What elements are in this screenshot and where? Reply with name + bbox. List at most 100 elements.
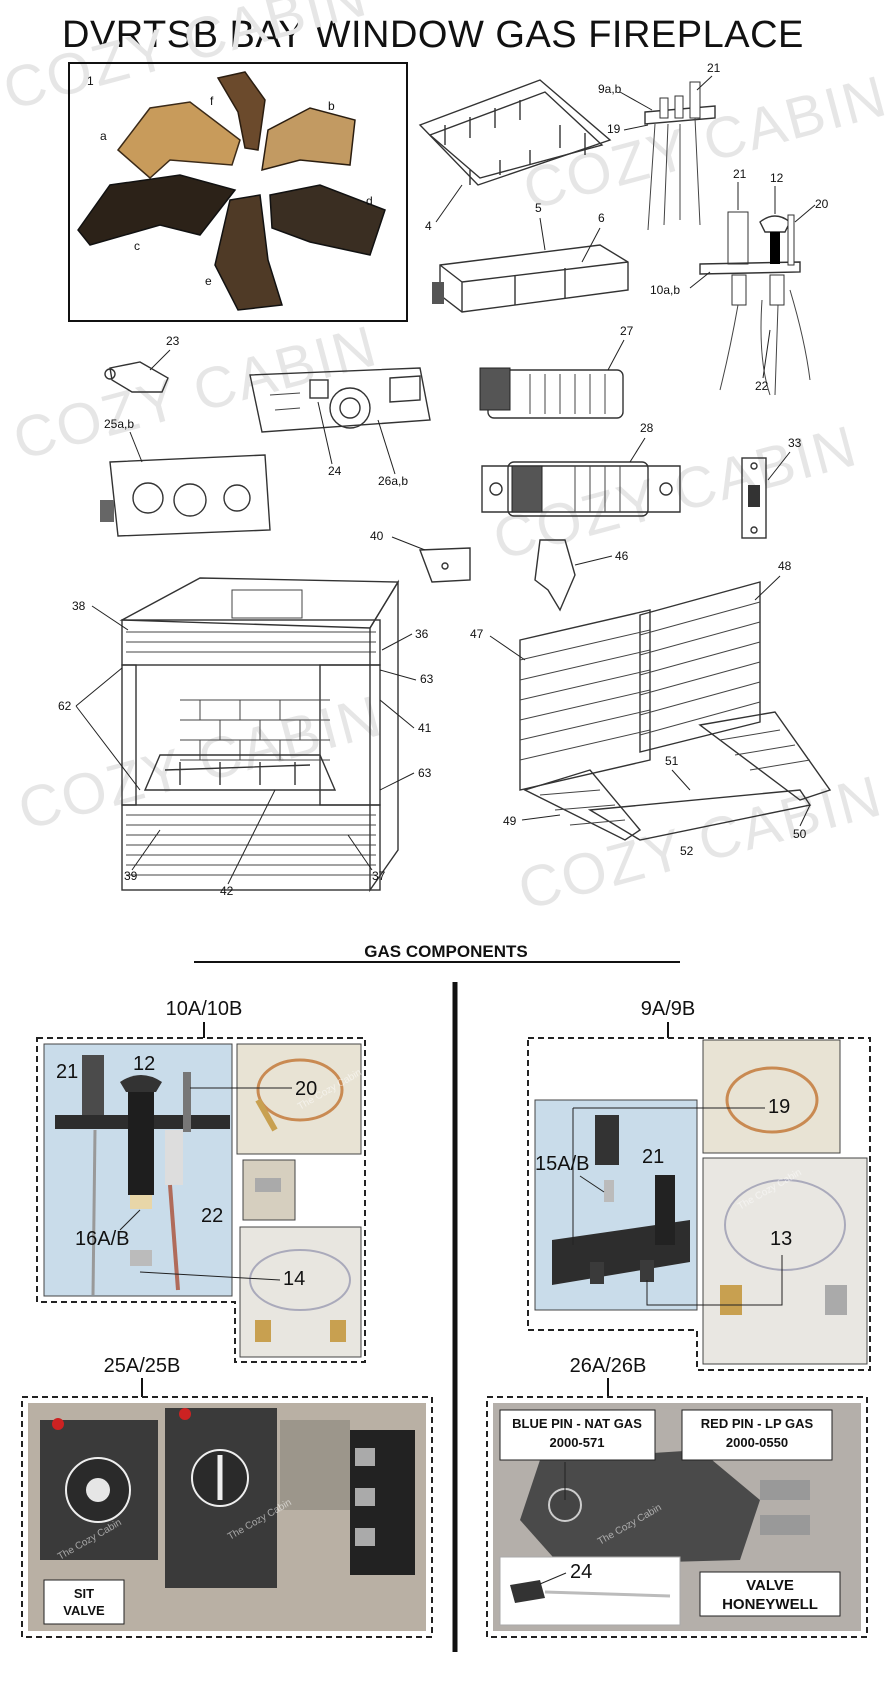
group-26a26b: 26A/26B BLUE PIN - NAT GAS 2000-571 RED … xyxy=(486,1355,868,1638)
callout-42: 42 xyxy=(220,884,234,898)
log-a xyxy=(116,101,241,180)
log-e xyxy=(214,194,283,311)
callout-50: 50 xyxy=(793,827,807,841)
callout-63a: 63 xyxy=(420,672,434,686)
log-set: 1 a f b c d e xyxy=(68,62,408,322)
callout-d: d xyxy=(366,194,373,208)
callout-1: 1 xyxy=(87,74,94,88)
clip: 46 xyxy=(534,539,629,612)
log-b xyxy=(261,107,356,172)
callout-19: 19 xyxy=(607,122,621,136)
photo-callout-21: 21 xyxy=(56,1061,78,1083)
callout-21b: 21 xyxy=(733,167,747,181)
red-pin-label xyxy=(681,1409,833,1461)
callout-6: 6 xyxy=(598,211,605,225)
photo-callout-13: 13 xyxy=(770,1228,792,1250)
valve-sit-drawing: 25a,b xyxy=(100,417,271,537)
log-c xyxy=(77,174,237,246)
callout-52: 52 xyxy=(680,844,694,858)
honeywell-line2: HONEYWELL xyxy=(722,1596,818,1613)
sit-valve-label xyxy=(43,1579,125,1625)
sit-valve-line1: SIT xyxy=(74,1586,94,1601)
callout-40: 40 xyxy=(370,529,384,543)
callout-46: 46 xyxy=(615,549,629,563)
photo-callout-12: 12 xyxy=(133,1053,155,1075)
brick-panels: 47 48 51 49 52 50 xyxy=(470,559,832,858)
bracket: 40 xyxy=(370,529,471,583)
group-label-25a25b: 25A/25B xyxy=(104,1355,181,1377)
callout-51: 51 xyxy=(665,754,679,768)
callout-5: 5 xyxy=(535,201,542,215)
photo-callout-14: 14 xyxy=(283,1268,305,1290)
photo-callout-21b: 21 xyxy=(642,1146,664,1168)
callout-41: 41 xyxy=(418,721,432,735)
group-25a25b: 25A/25B SIT VALVE xyxy=(21,1355,433,1638)
gas-components-heading: GAS COMPONENTS xyxy=(364,942,527,961)
photo-callout-16ab: 16A/B xyxy=(75,1228,129,1250)
gas-components-section: GAS COMPONENTS xyxy=(194,942,680,1652)
photo-callout-19: 19 xyxy=(768,1096,790,1118)
sit-valve-line2: VALVE xyxy=(63,1603,105,1618)
callout-39: 39 xyxy=(124,869,138,883)
watermark: COZY CABIN xyxy=(517,63,892,222)
photo-callout-24: 24 xyxy=(570,1561,592,1583)
callout-10ab: 10a,b xyxy=(650,283,680,297)
photo-callout-22: 22 xyxy=(201,1205,223,1227)
pilot-assembly-10ab: 21 12 20 10a,b 22 xyxy=(650,167,829,396)
fireplace-firebox-bricks xyxy=(180,699,330,761)
group-10a10b: 10A/10B 21 12 20 16A/B 22 14 xyxy=(36,998,366,1363)
log-set-frame xyxy=(68,62,408,322)
igniter: 23 xyxy=(104,334,180,393)
callout-e: e xyxy=(205,274,212,288)
group-label-10a10b: 10A/10B xyxy=(166,998,243,1020)
grate: 4 xyxy=(418,79,612,233)
callout-25ab: 25a,b xyxy=(104,417,134,431)
callout-f: f xyxy=(210,94,214,108)
log-d xyxy=(269,184,386,256)
brick-panel-rows xyxy=(519,601,761,761)
callout-33: 33 xyxy=(788,436,802,450)
callout-22: 22 xyxy=(755,379,769,393)
pilot-assembly-9ab: 9a,b 19 21 xyxy=(598,61,721,231)
red-pin-line1: RED PIN - LP GAS xyxy=(701,1416,814,1431)
burner-assembly: 5 6 xyxy=(432,201,629,313)
callout-21a: 21 xyxy=(707,61,721,75)
callout-24: 24 xyxy=(328,464,342,478)
callout-62: 62 xyxy=(58,699,72,713)
group-label-9a9b: 9A/9B xyxy=(641,998,695,1020)
watermark: COZY CABIN xyxy=(487,413,865,572)
blue-pin-label xyxy=(499,1409,656,1461)
log-f xyxy=(216,71,266,151)
callout-20: 20 xyxy=(815,197,829,211)
callout-4: 4 xyxy=(425,219,432,233)
group-9a9b: 9A/9B 19 15A/B 21 13 xyxy=(527,998,871,1371)
blower-28: 28 xyxy=(481,421,681,517)
callout-36: 36 xyxy=(415,627,429,641)
callout-48: 48 xyxy=(778,559,792,573)
fireplace-body: 38 36 63 41 62 63 39 42 37 xyxy=(58,577,434,898)
callout-a: a xyxy=(100,129,107,143)
pilot-tube-photo-9 xyxy=(702,1157,868,1365)
photo-callout-20: 20 xyxy=(295,1078,317,1100)
honeywell-line1: VALVE xyxy=(746,1577,794,1594)
photo-watermark: The Cozy Cabin xyxy=(556,1037,624,1082)
blower-27: 27 xyxy=(479,324,634,419)
callout-b: b xyxy=(328,99,335,113)
callout-c: c xyxy=(134,239,140,253)
red-pin-line2: 2000-0550 xyxy=(726,1435,788,1450)
callout-12: 12 xyxy=(770,171,784,185)
callout-38: 38 xyxy=(72,599,86,613)
blue-pin-line1: BLUE PIN - NAT GAS xyxy=(512,1416,642,1431)
callout-49: 49 xyxy=(503,814,517,828)
callout-47: 47 xyxy=(470,627,484,641)
callout-27: 27 xyxy=(620,324,634,338)
watermark: COZY CABIN xyxy=(512,763,890,922)
valve-honeywell-drawing: 24 26a,b xyxy=(249,367,431,488)
switch: 33 xyxy=(741,436,802,539)
callout-63b: 63 xyxy=(418,766,432,780)
callout-23: 23 xyxy=(166,334,180,348)
callout-28: 28 xyxy=(640,421,654,435)
callout-26ab: 26a,b xyxy=(378,474,408,488)
page-title: DVRTSB BAY WINDOW GAS FIREPLACE xyxy=(62,14,804,56)
